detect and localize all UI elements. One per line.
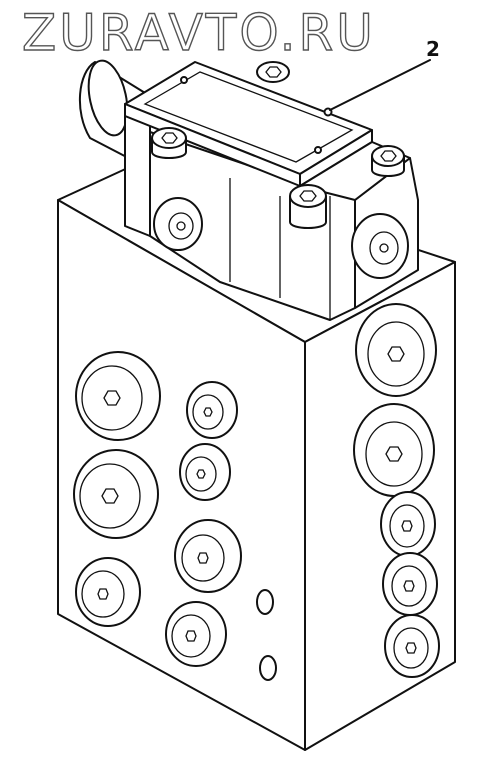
front-port-hole-2	[259, 655, 277, 681]
watermark-text: ZURAVTO.RU	[21, 3, 376, 62]
plate-screw-1	[180, 76, 188, 84]
housing-boss-right	[351, 213, 409, 279]
cap-screw-1	[256, 61, 290, 83]
right-face-plugs	[353, 303, 440, 678]
front-plug-small-2	[179, 443, 231, 501]
front-plug-medium-1	[174, 519, 242, 593]
right-plug-small-2	[382, 552, 438, 616]
coil-end-cap	[87, 59, 129, 137]
right-plug-large-2	[353, 403, 435, 497]
housing-boss-left	[153, 197, 203, 251]
cap-screw-4	[289, 184, 327, 229]
front-plug-medium-2	[75, 557, 141, 627]
front-plug-large-2	[73, 449, 159, 539]
solenoid-valve	[78, 59, 419, 321]
cap-screw-3	[371, 145, 405, 177]
front-plug-small-1	[186, 381, 238, 439]
right-plug-large-1	[355, 303, 437, 397]
front-port-hole-1	[256, 589, 274, 615]
callout-label-2: 2	[426, 37, 440, 61]
front-face-plugs	[73, 351, 277, 681]
cap-screw-2	[151, 127, 187, 159]
right-plug-small-1	[380, 491, 436, 557]
callout-leader-line	[329, 59, 431, 111]
plate-screw-2	[314, 146, 322, 154]
front-plug-large-1	[75, 351, 161, 441]
front-plug-medium-3	[165, 601, 227, 667]
right-plug-small-3	[384, 614, 440, 678]
